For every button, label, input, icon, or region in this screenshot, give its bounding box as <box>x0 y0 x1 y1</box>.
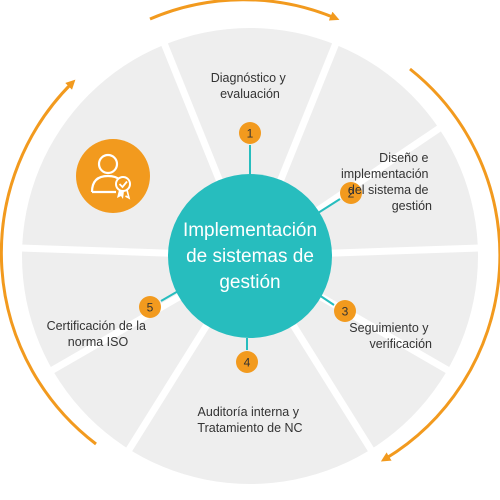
step-4-label: Auditoría interna y Tratamiento de NC <box>197 405 302 435</box>
hub-title-line-3: gestión <box>219 272 280 293</box>
step-3-number: 3 <box>342 305 349 319</box>
step-2-connector <box>317 198 341 214</box>
step-5-number: 5 <box>147 301 154 315</box>
hub-title-line-2: de sistemas de <box>186 246 314 267</box>
cycle-arrow-left <box>0 79 97 446</box>
certified-user-icon <box>76 139 150 213</box>
step-1-label: Diagnóstico y evaluación <box>211 71 290 101</box>
step-5-label: Certificación de la norma ISO <box>47 319 150 349</box>
cycle-arrow-top <box>149 0 340 21</box>
step-3-badge <box>334 300 356 322</box>
connector-group: 1 2 3 4 5 <box>139 122 362 373</box>
step-5-badge <box>139 296 161 318</box>
step-2-number: 2 <box>348 187 355 201</box>
step-2-label: Diseño e implementación del sistema de g… <box>341 151 432 213</box>
cycle-arrow-right <box>380 67 500 462</box>
step-3-label: Seguimiento y verificación <box>349 321 432 351</box>
step-1-number: 1 <box>247 127 254 141</box>
step-4-badge <box>236 351 258 373</box>
step-1-badge <box>239 122 261 144</box>
central-hub <box>168 174 332 338</box>
hub-title-line-1: Implementación <box>183 220 317 241</box>
step-4-number: 4 <box>244 356 251 370</box>
step-2-badge <box>340 182 362 204</box>
